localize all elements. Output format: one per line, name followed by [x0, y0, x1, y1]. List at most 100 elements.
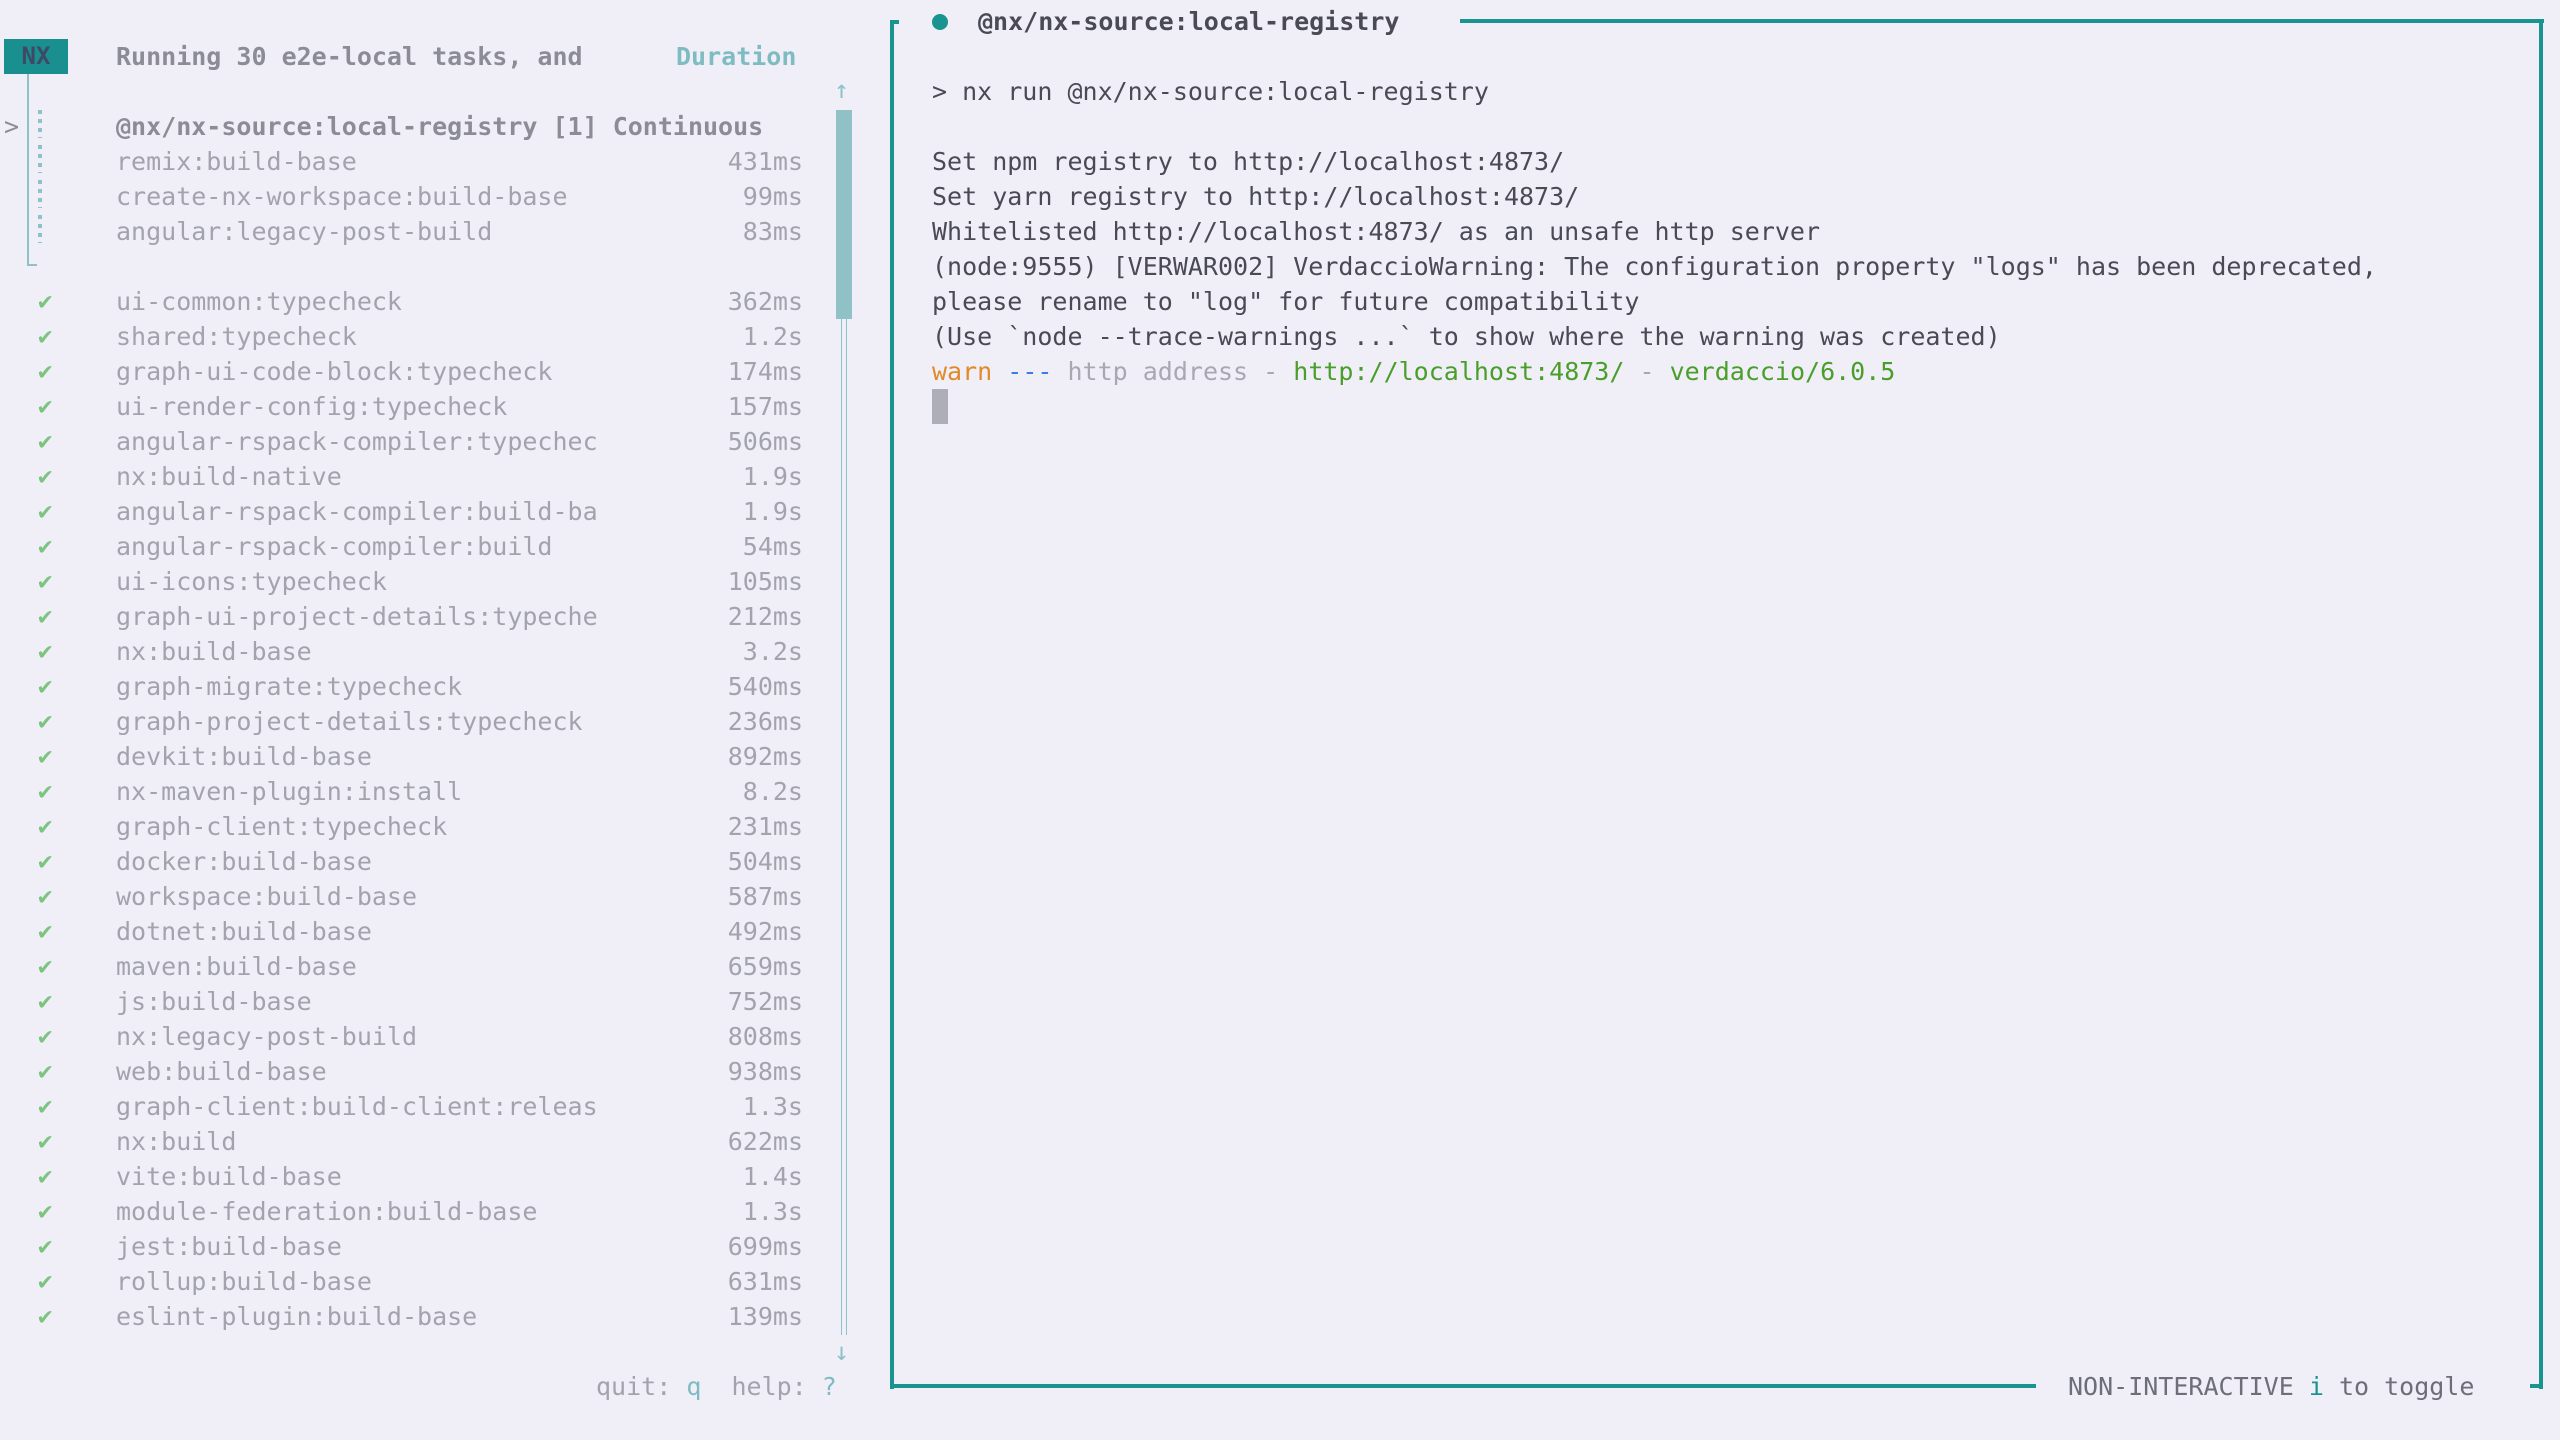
scrollbar-thumb[interactable] — [836, 110, 852, 319]
success-check-icon: ✔ — [38, 1267, 53, 1295]
running-spinner-icon — [38, 180, 42, 208]
task-row[interactable]: angular:legacy-post-build 83ms — [0, 214, 810, 249]
task-name: nx:build-base — [116, 637, 312, 666]
terminal-cursor — [932, 389, 948, 424]
success-check-icon: ✔ — [38, 917, 53, 945]
task-row[interactable]: ✔ module-federation:build-base 1.3s — [0, 1194, 810, 1229]
success-check-icon: ✔ — [38, 1197, 53, 1225]
task-row[interactable]: ✔ nx:build-base 3.2s — [0, 634, 810, 669]
task-name: angular-rspack-compiler:build — [116, 532, 553, 561]
task-name: graph-client:build-client:releas — [116, 1092, 598, 1121]
task-duration: 492ms — [727, 917, 803, 946]
task-row[interactable]: ✔ dotnet:build-base 492ms — [0, 914, 810, 949]
task-duration: 587ms — [727, 882, 803, 911]
task-duration: 659ms — [727, 952, 803, 981]
task-name: graph-client:typecheck — [116, 812, 448, 841]
log-line-warn: warn --- http address - http://localhost… — [932, 354, 1895, 389]
task-name: web:build-base — [116, 1057, 327, 1086]
success-check-icon: ✔ — [38, 987, 53, 1015]
task-row-selected[interactable]: @nx/nx-source:local-registry [1] Continu… — [0, 109, 810, 144]
panel-border-top — [1460, 19, 2544, 23]
quit-key[interactable]: q — [686, 1372, 702, 1401]
task-name: angular-rspack-compiler:typechec — [116, 427, 598, 456]
task-duration: 212ms — [727, 602, 803, 631]
success-check-icon: ✔ — [38, 777, 53, 805]
success-check-icon: ✔ — [38, 287, 53, 315]
task-duration: 3.2s — [742, 637, 803, 666]
success-check-icon: ✔ — [38, 637, 53, 665]
success-check-icon: ✔ — [38, 322, 53, 350]
task-duration: 892ms — [727, 742, 803, 771]
selection-caret-icon: > — [4, 112, 20, 141]
task-name: maven:build-base — [116, 952, 357, 981]
success-check-icon: ✔ — [38, 742, 53, 770]
warn-version: verdaccio/6.0.5 — [1669, 357, 1896, 386]
help-key[interactable]: ? — [821, 1372, 837, 1401]
log-line: Set yarn registry to http://localhost:48… — [932, 182, 1580, 211]
task-name: rollup:build-base — [116, 1267, 372, 1296]
task-name: eslint-plugin:build-base — [116, 1302, 478, 1331]
scroll-down-arrow-icon[interactable]: ↓ — [834, 1337, 850, 1366]
task-row[interactable]: remix:build-base 431ms — [0, 144, 810, 179]
task-name: module-federation:build-base — [116, 1197, 538, 1226]
panel-border-corner — [2530, 1384, 2543, 1388]
task-name: ui-common:typecheck — [116, 287, 402, 316]
task-duration: 1.3s — [742, 1197, 803, 1226]
success-check-icon: ✔ — [38, 707, 53, 735]
task-row[interactable]: create-nx-workspace:build-base 99ms — [0, 179, 810, 214]
warn-separator: - — [1624, 357, 1670, 386]
task-duration: 504ms — [727, 847, 803, 876]
task-duration: 540ms — [727, 672, 803, 701]
log-line-command: > nx run @nx/nx-source:local-registry — [932, 77, 1489, 106]
task-name: create-nx-workspace:build-base — [116, 182, 568, 211]
warn-level: warn — [932, 357, 993, 386]
panel-border-left — [890, 20, 894, 1389]
task-name: angular:legacy-post-build — [116, 217, 493, 246]
mode-toggle-key[interactable]: i — [2308, 1372, 2324, 1401]
interactive-mode-toggle[interactable]: NON-INTERACTIVE i to toggle — [2068, 1369, 2474, 1404]
keyboard-shortcuts-footer: quit: q help: ? — [596, 1369, 837, 1404]
scroll-up-arrow-icon[interactable]: ↑ — [834, 75, 850, 104]
task-name: graph-migrate:typecheck — [116, 672, 463, 701]
task-duration: 1.2s — [742, 322, 803, 351]
task-duration: 105ms — [727, 567, 803, 596]
running-status-dot-icon — [932, 14, 948, 30]
task-duration: 431ms — [727, 147, 803, 176]
scrollbar-track[interactable] — [841, 110, 847, 1335]
task-name: remix:build-base — [116, 147, 357, 176]
success-check-icon: ✔ — [38, 1092, 53, 1120]
task-name: ui-icons:typecheck — [116, 567, 387, 596]
task-name: dotnet:build-base — [116, 917, 372, 946]
task-duration: 157ms — [727, 392, 803, 421]
success-check-icon: ✔ — [38, 847, 53, 875]
warn-separator: --- — [992, 357, 1068, 386]
success-check-icon: ✔ — [38, 497, 53, 525]
